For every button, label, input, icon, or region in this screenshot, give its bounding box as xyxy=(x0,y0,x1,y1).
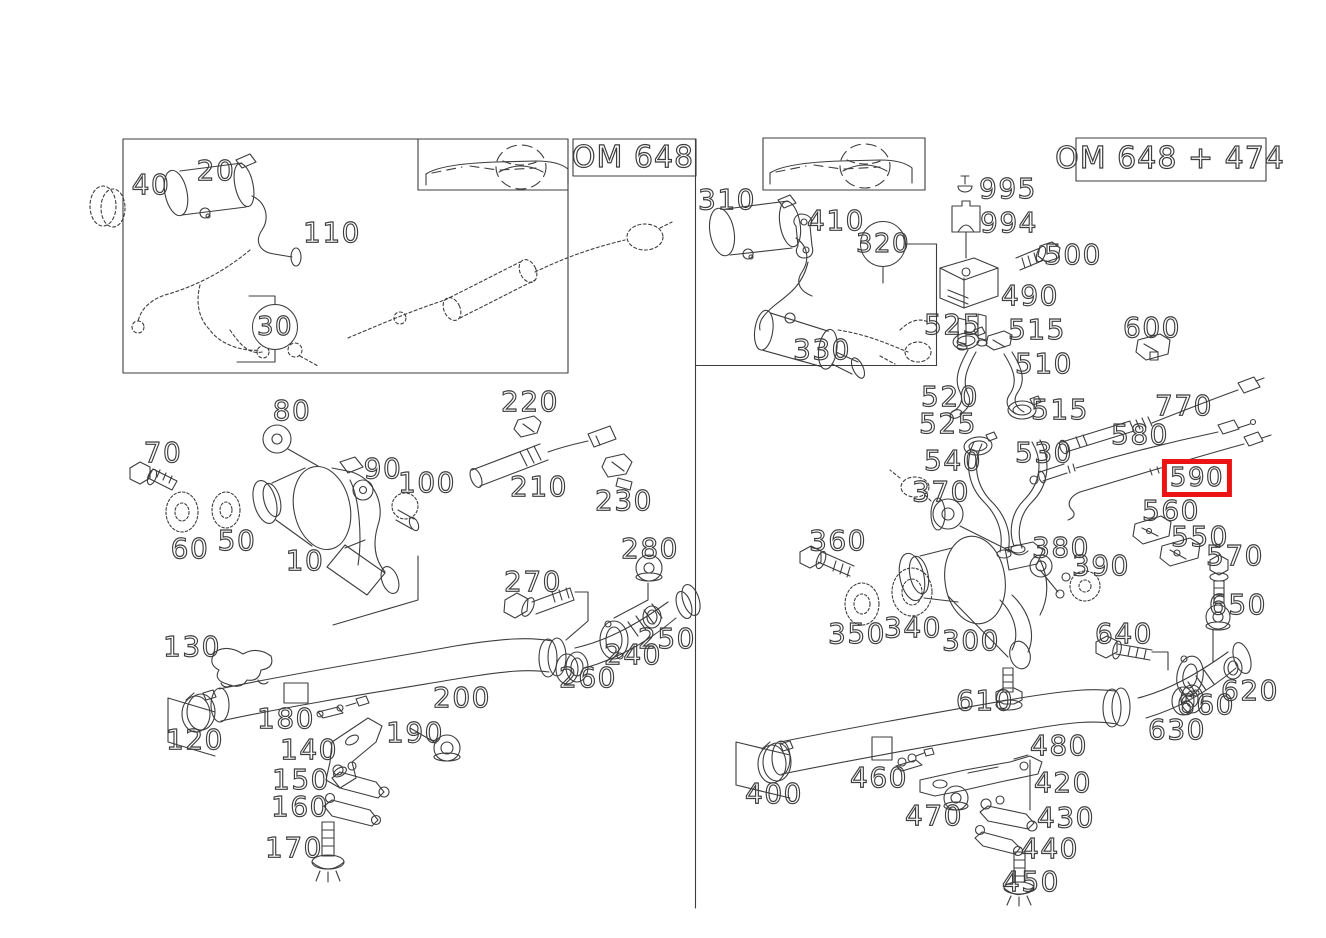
part-label-525[interactable]: 525 xyxy=(918,407,977,440)
part-label-640[interactable]: 640 xyxy=(1094,617,1153,650)
part-label-660[interactable]: 660 xyxy=(1176,688,1235,721)
part-label-350[interactable]: 350 xyxy=(827,617,886,650)
left-top-assembly-drawing xyxy=(89,153,673,367)
part-label-20[interactable]: 20 xyxy=(196,154,236,187)
part-label-130[interactable]: 130 xyxy=(162,630,221,663)
part-label-250[interactable]: 250 xyxy=(637,622,696,655)
part-label-310[interactable]: 310 xyxy=(697,183,756,216)
left-oxygen-sensor-drawing xyxy=(469,415,633,491)
part-label-420[interactable]: 420 xyxy=(1033,766,1092,799)
part-label-110[interactable]: 110 xyxy=(302,216,361,249)
part-label-515[interactable]: 515 xyxy=(1007,313,1066,346)
engine-code-right: OM 648 + 474 xyxy=(1055,141,1285,176)
part-label-320-circled[interactable]: 320 xyxy=(855,221,909,267)
part-label-515[interactable]: 515 xyxy=(1030,393,1089,426)
part-label-400[interactable]: 400 xyxy=(744,777,803,810)
part-label-280[interactable]: 280 xyxy=(620,532,679,565)
part-label-490[interactable]: 490 xyxy=(1000,279,1059,312)
part-label-580[interactable]: 580 xyxy=(1110,418,1169,451)
part-label-80[interactable]: 80 xyxy=(272,394,312,427)
part-label-650[interactable]: 650 xyxy=(1208,588,1267,621)
part-label-340[interactable]: 340 xyxy=(883,611,942,644)
part-label-530[interactable]: 530 xyxy=(1014,436,1073,469)
right-catalyst-group-drawing xyxy=(799,535,1065,670)
part-label-510[interactable]: 510 xyxy=(1014,347,1073,380)
part-label-100[interactable]: 100 xyxy=(397,466,456,499)
part-label-190[interactable]: 190 xyxy=(385,716,444,749)
left-pipe-and-mounts-drawing xyxy=(167,554,701,883)
part-label-600[interactable]: 600 xyxy=(1122,311,1181,344)
part-label-200[interactable]: 200 xyxy=(432,681,491,714)
part-label-90[interactable]: 90 xyxy=(363,452,403,485)
part-label-380[interactable]: 380 xyxy=(1031,531,1090,564)
part-label-995[interactable]: 995 xyxy=(978,172,1037,205)
part-label-440[interactable]: 440 xyxy=(1020,832,1079,865)
part-label-470[interactable]: 470 xyxy=(904,799,963,832)
part-label-180[interactable]: 180 xyxy=(256,702,315,735)
part-label-70[interactable]: 70 xyxy=(143,436,183,469)
part-label-610[interactable]: 610 xyxy=(955,684,1014,717)
part-label-620[interactable]: 620 xyxy=(1220,674,1279,707)
part-label-40[interactable]: 40 xyxy=(131,168,171,201)
part-label-120[interactable]: 120 xyxy=(165,723,224,756)
part-label-30-circled[interactable]: 30 xyxy=(252,304,298,350)
part-label-450[interactable]: 450 xyxy=(1001,865,1060,898)
part-label-590-highlighted[interactable]: 590 xyxy=(1161,459,1233,497)
frame-lines xyxy=(122,137,1267,909)
part-label-260[interactable]: 260 xyxy=(558,661,617,694)
part-label-525[interactable]: 525 xyxy=(923,308,982,341)
part-label-160[interactable]: 160 xyxy=(270,790,329,823)
part-label-994[interactable]: 994 xyxy=(979,206,1038,239)
right-pipe-and-mounts-drawing xyxy=(735,604,1252,907)
part-label-370[interactable]: 370 xyxy=(911,475,970,508)
part-label-220[interactable]: 220 xyxy=(500,385,559,418)
part-label-240[interactable]: 240 xyxy=(603,638,662,671)
part-label-480[interactable]: 480 xyxy=(1029,729,1088,762)
part-label-330[interactable]: 330 xyxy=(792,333,851,366)
part-label-410[interactable]: 410 xyxy=(806,204,865,237)
right-small-parts-drawing xyxy=(930,497,1229,604)
part-label-360[interactable]: 360 xyxy=(808,524,867,557)
part-label-630[interactable]: 630 xyxy=(1147,713,1206,746)
part-label-570[interactable]: 570 xyxy=(1205,539,1264,572)
part-label-550[interactable]: 550 xyxy=(1170,520,1229,553)
right-sensor-module-drawing xyxy=(939,175,1061,351)
part-label-540[interactable]: 540 xyxy=(923,444,982,477)
part-label-10[interactable]: 10 xyxy=(285,544,325,577)
car-side-profile-icon xyxy=(425,144,569,190)
part-label-520[interactable]: 520 xyxy=(920,380,979,413)
part-label-140[interactable]: 140 xyxy=(279,733,338,766)
right-hoses-clamps-drawing xyxy=(949,326,1171,559)
part-label-170[interactable]: 170 xyxy=(264,831,323,864)
part-label-230[interactable]: 230 xyxy=(594,484,653,517)
part-label-60[interactable]: 60 xyxy=(170,532,210,565)
part-label-390[interactable]: 390 xyxy=(1071,549,1130,582)
part-label-150[interactable]: 150 xyxy=(271,763,330,796)
part-label-210[interactable]: 210 xyxy=(509,470,568,503)
right-top-assembly-drawing xyxy=(708,194,934,504)
part-label-50[interactable]: 50 xyxy=(217,524,257,557)
engine-code-left: OM 648 xyxy=(571,140,695,175)
part-label-460[interactable]: 460 xyxy=(849,761,908,794)
part-label-500[interactable]: 500 xyxy=(1043,238,1102,271)
part-label-270[interactable]: 270 xyxy=(503,565,562,598)
part-label-770[interactable]: 770 xyxy=(1154,389,1213,422)
part-label-560[interactable]: 560 xyxy=(1141,494,1200,527)
part-label-430[interactable]: 430 xyxy=(1036,801,1095,834)
part-label-300[interactable]: 300 xyxy=(941,624,1000,657)
left-catalyst-group-drawing xyxy=(129,424,420,626)
